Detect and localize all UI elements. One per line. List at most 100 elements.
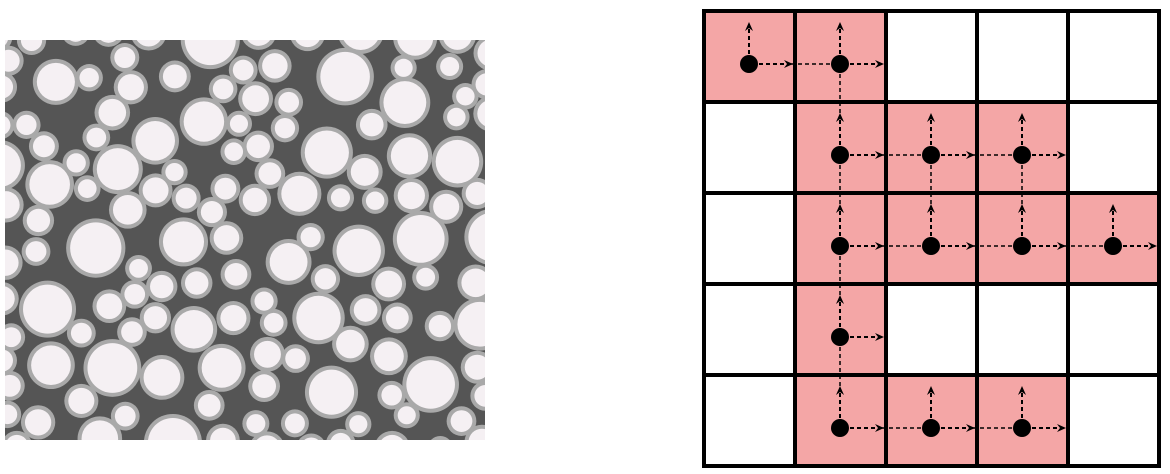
particle: [150, 275, 173, 298]
particle: [213, 79, 234, 100]
empty-cell: [1068, 375, 1159, 466]
particle: [383, 81, 426, 124]
particle: [97, 148, 139, 190]
particle: [23, 285, 72, 334]
particle: [447, 108, 466, 127]
particle: [281, 176, 317, 212]
particle: [440, 57, 459, 76]
particle: [242, 85, 269, 112]
site-node: [831, 146, 849, 164]
particle: [201, 201, 223, 223]
particle: [118, 74, 144, 100]
particle: [386, 307, 409, 330]
particle: [381, 385, 402, 406]
particle: [114, 47, 135, 68]
particle: [259, 162, 282, 185]
particle: [320, 52, 370, 102]
lattice-grid-diagram: [700, 8, 1170, 474]
particle: [184, 101, 224, 141]
particle: [275, 118, 295, 138]
particle: [309, 370, 354, 415]
site-node: [1013, 146, 1031, 164]
particle: [375, 271, 402, 298]
particle: [337, 229, 381, 273]
particle: [398, 406, 416, 424]
site-node: [922, 237, 940, 255]
particle: [124, 284, 145, 305]
particle: [247, 135, 270, 158]
particle: [78, 179, 97, 198]
particle: [296, 296, 340, 340]
particle: [198, 394, 221, 417]
empty-cell: [704, 102, 795, 193]
particle: [176, 188, 197, 209]
particle: [456, 87, 474, 105]
particle: [416, 268, 435, 287]
empty-cell: [1068, 11, 1159, 102]
particle: [354, 298, 378, 322]
particle: [360, 113, 384, 137]
particle: [214, 178, 236, 200]
particle: [165, 163, 183, 181]
particle: [99, 99, 127, 127]
site-node: [922, 146, 940, 164]
particle: [336, 330, 365, 359]
particle: [243, 188, 267, 212]
site-node: [1013, 237, 1031, 255]
empty-cell: [704, 375, 795, 466]
particle: [349, 415, 367, 433]
particle: [202, 348, 242, 388]
particle: [254, 341, 281, 368]
particle: [331, 188, 350, 207]
particle: [301, 227, 321, 247]
site-node: [1104, 237, 1122, 255]
particle: [262, 53, 288, 79]
particle: [264, 313, 284, 333]
particle: [270, 243, 308, 281]
particle: [16, 115, 36, 135]
particle: [29, 164, 70, 205]
particle: [25, 409, 51, 435]
particle: [285, 413, 305, 433]
particle: [67, 153, 86, 172]
particle: [79, 68, 98, 87]
particle: [71, 323, 92, 344]
empty-cell: [1068, 284, 1159, 375]
site-node: [1013, 419, 1031, 437]
site-node: [740, 55, 758, 73]
particle: [185, 271, 208, 294]
empty-cell: [886, 284, 977, 375]
particle: [31, 345, 71, 385]
particle: [429, 315, 451, 337]
empty-cell: [1068, 102, 1159, 193]
particle: [163, 221, 204, 262]
particle: [175, 310, 214, 349]
particle: [225, 263, 248, 286]
particle: [230, 115, 248, 133]
site-node: [831, 55, 849, 73]
empty-cell: [704, 284, 795, 375]
empty-cell: [977, 284, 1068, 375]
particle: [135, 121, 175, 161]
particle: [121, 321, 143, 343]
particle: [214, 225, 240, 251]
site-node: [831, 419, 849, 437]
particle: [451, 410, 473, 432]
particle: [246, 414, 265, 433]
particle: [391, 137, 428, 174]
particle: [220, 305, 246, 331]
particle: [374, 341, 404, 371]
empty-cell: [886, 11, 977, 102]
particle: [129, 259, 148, 278]
particle: [366, 191, 384, 209]
particle: [87, 343, 137, 393]
particle: [86, 128, 106, 148]
particle: [27, 209, 50, 232]
particle: [305, 130, 349, 174]
particle: [115, 406, 136, 427]
particle: [37, 63, 75, 101]
particle: [163, 65, 187, 89]
particle: [433, 194, 459, 220]
particle: [398, 182, 425, 209]
particle: [278, 92, 299, 113]
